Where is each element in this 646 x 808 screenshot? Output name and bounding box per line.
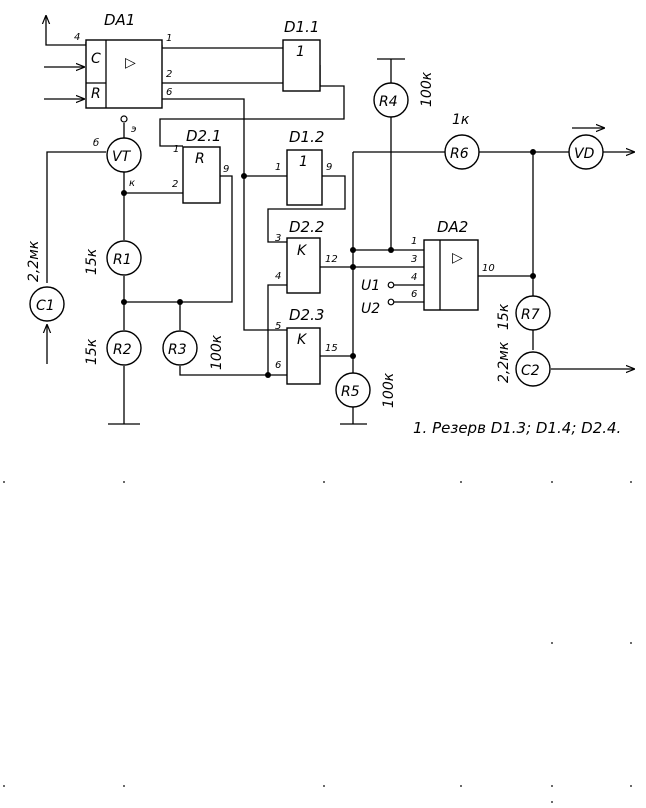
da1-pin-6: 6: [166, 87, 172, 98]
da1-r-label: R: [91, 86, 101, 102]
d2-2-function: K: [297, 243, 308, 259]
da2-pin-10: 10: [482, 263, 495, 274]
resistor-r2: R2 15к: [84, 330, 142, 366]
reserve-note: 1. Резерв D1.3; D1.4; D2.4.: [413, 419, 621, 437]
da2-title: DA2: [437, 218, 468, 236]
resistor-r4: R4 100к: [373, 71, 435, 118]
d2-3-title: D2.3: [289, 306, 324, 324]
r7-value: 15к: [496, 303, 512, 330]
d2-1-pin-1: 1: [173, 144, 179, 155]
d1-2-pin-9: 9: [326, 162, 332, 173]
block-d2-1: D2.1 R 1 2 9: [172, 127, 229, 204]
block-d1-2: D1.2 1 1 9: [275, 128, 332, 206]
page-tick-marks: [3, 481, 632, 803]
d2-3-pin-15: 15: [325, 343, 338, 354]
junction-dots: [121, 149, 536, 378]
r1-label: R1: [113, 252, 132, 268]
resistor-r6: R6 1к: [444, 112, 480, 170]
d2-1-title: D2.1: [186, 127, 221, 145]
vd-label: VD: [574, 146, 595, 162]
da1-pin-2: 2: [166, 69, 172, 80]
da1-pin-1: 1: [166, 33, 172, 44]
d1-1-function: 1: [296, 44, 305, 60]
d2-1-function: R: [195, 151, 205, 167]
da2-pin-1: 1: [411, 236, 417, 247]
resistor-r3: R3 100к: [162, 330, 225, 370]
block-d1-1: D1.1 1: [282, 18, 321, 92]
d2-2-title: D2.2: [289, 218, 324, 236]
vt-label: VT: [112, 149, 132, 165]
r6-value: 1к: [452, 112, 470, 128]
d2-2-pin-12: 12: [325, 254, 338, 265]
da2-pin-3: 3: [411, 254, 417, 265]
d2-1-pin-9: 9: [223, 164, 229, 175]
d1-1-title: D1.1: [284, 18, 319, 36]
c2-label: C2: [521, 363, 540, 379]
r2-value: 15к: [84, 338, 100, 365]
block-d2-3: D2.3 K 5 6 15: [275, 306, 338, 385]
r6-label: R6: [450, 146, 469, 162]
vt-collector-label: к: [129, 178, 135, 189]
d1-2-function: 1: [299, 154, 308, 170]
r5-label: R5: [341, 384, 360, 400]
c1-value: 2,2мк: [26, 240, 42, 282]
d2-1-pin-2: 2: [172, 179, 178, 190]
r2-label: R2: [113, 342, 132, 358]
capacitor-c1: C1 2,2мк: [26, 240, 65, 322]
d2-3-function: K: [297, 332, 308, 348]
da2-pin-4: 4: [411, 272, 417, 283]
c2-value: 2,2мк: [496, 341, 512, 383]
r7-label: R7: [521, 307, 540, 323]
da1-pin-4: 4: [74, 32, 80, 43]
input-u1-label: U1: [361, 278, 380, 294]
transistor-vt: VT б э к: [93, 124, 142, 189]
resistor-r1: R1 15к: [84, 240, 142, 276]
r1-value: 15к: [84, 248, 100, 275]
capacitor-c2: C2 2,2мк: [496, 341, 551, 387]
da1-c-label: C: [91, 51, 101, 67]
vt-emitter-label: э: [131, 124, 137, 135]
da2-pin-6: 6: [411, 289, 417, 300]
d1-2-title: D1.2: [289, 128, 324, 146]
block-da1: DA1 C R ▷ 4 1 2 6: [74, 11, 172, 109]
da2-amp-symbol: ▷: [452, 250, 463, 266]
resistor-r7: R7 15к: [496, 295, 551, 331]
input-u2-label: U2: [361, 301, 380, 317]
r3-value: 100к: [209, 334, 225, 370]
r3-label: R3: [168, 342, 187, 358]
d2-3-pin-5: 5: [275, 321, 281, 332]
vt-base-label: б: [93, 137, 99, 149]
d2-3-pin-6: 6: [275, 360, 281, 371]
da1-amp-symbol: ▷: [125, 55, 136, 71]
block-da2: DA2 ▷ 1 3 4 6 10: [411, 218, 495, 311]
c1-label: C1: [36, 298, 55, 314]
d2-2-pin-4: 4: [275, 271, 281, 282]
diode-vd: VD: [568, 134, 604, 170]
r5-value: 100к: [381, 372, 397, 408]
resistor-r5: R5 100к: [335, 372, 397, 408]
da1-title: DA1: [104, 11, 135, 29]
d2-2-pin-3: 3: [275, 233, 281, 244]
r4-value: 100к: [419, 71, 435, 107]
d1-2-pin-1: 1: [275, 162, 281, 173]
block-d2-2: D2.2 K 3 4 12: [275, 218, 338, 294]
r4-label: R4: [379, 94, 398, 110]
